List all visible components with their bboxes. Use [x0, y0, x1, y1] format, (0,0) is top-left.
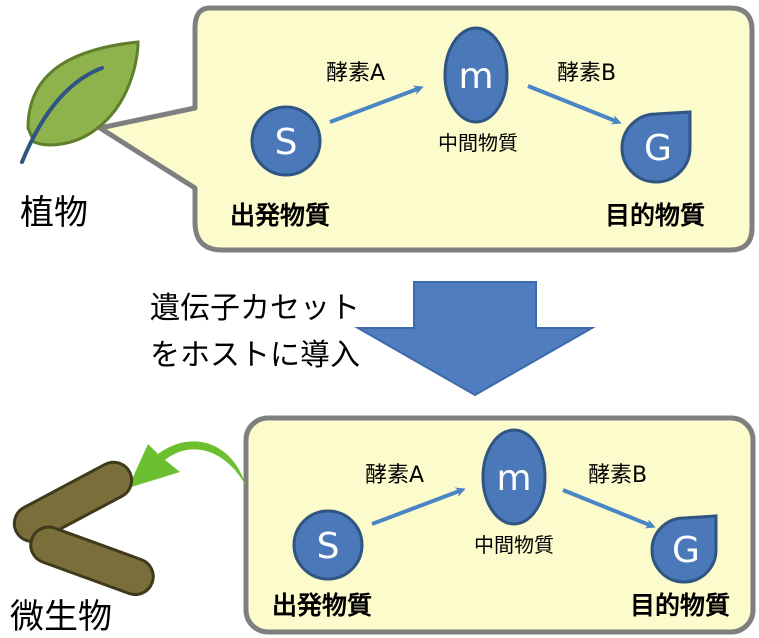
transfer-text-line1: 遺伝子カセット [150, 291, 360, 326]
bottom-goal-node-label: G [672, 530, 700, 571]
bottom-start-label: 出発物質 [272, 591, 372, 620]
top-start-label: 出発物質 [230, 201, 330, 230]
transfer-text-line2: をホストに導入 [150, 338, 360, 373]
bottom-enzyme-a-label: 酵素A [365, 463, 424, 488]
top-speech-bubble [97, 5, 755, 253]
top-mid-node: m [443, 26, 509, 124]
leaf-icon [20, 40, 140, 164]
top-panel: 植物 S m G 酵素A 酵素B 中間物質 出発物質 目的物質 [20, 5, 755, 253]
bottom-start-node: S [292, 509, 364, 581]
bottom-enzyme-b-label: 酵素B [588, 463, 647, 488]
bottom-panel: 微生物 S m G 酵素A 酵素B 中間物質 出発物質 目的物質 [10, 415, 756, 637]
bottom-mid-node-label: m [496, 458, 531, 499]
bottom-arrow-enzyme-a [371, 487, 466, 526]
green-curved-arrow [128, 441, 246, 488]
bottom-intermediate-label: 中間物質 [474, 533, 554, 557]
big-down-arrow [354, 281, 596, 397]
bottom-organism-label: 微生物 [10, 597, 112, 637]
top-goal-node: G [620, 110, 692, 184]
top-mid-node-label: m [458, 56, 493, 97]
bottom-bubble [243, 415, 756, 635]
top-arrow-enzyme-a [329, 85, 424, 124]
bottom-mid-node: m [481, 428, 547, 526]
top-goal-node-label: G [644, 128, 672, 169]
top-goal-label: 目的物質 [605, 201, 705, 230]
top-start-node-label: S [275, 122, 298, 163]
top-enzyme-b-label: 酵素B [557, 61, 616, 86]
top-intermediate-label: 中間物質 [438, 131, 518, 155]
bottom-start-node-label: S [317, 526, 340, 567]
bottom-goal-node: G [650, 514, 718, 584]
top-arrow-enzyme-b [527, 84, 622, 125]
transfer-section: 遺伝子カセット をホストに導入 [150, 281, 596, 397]
bottom-goal-label: 目的物質 [630, 591, 730, 620]
bacteria-icon [12, 460, 155, 597]
top-organism-label: 植物 [20, 193, 88, 233]
top-enzyme-a-label: 酵素A [326, 61, 385, 86]
bottom-arrow-enzyme-b [562, 488, 656, 529]
top-start-node: S [250, 105, 322, 177]
